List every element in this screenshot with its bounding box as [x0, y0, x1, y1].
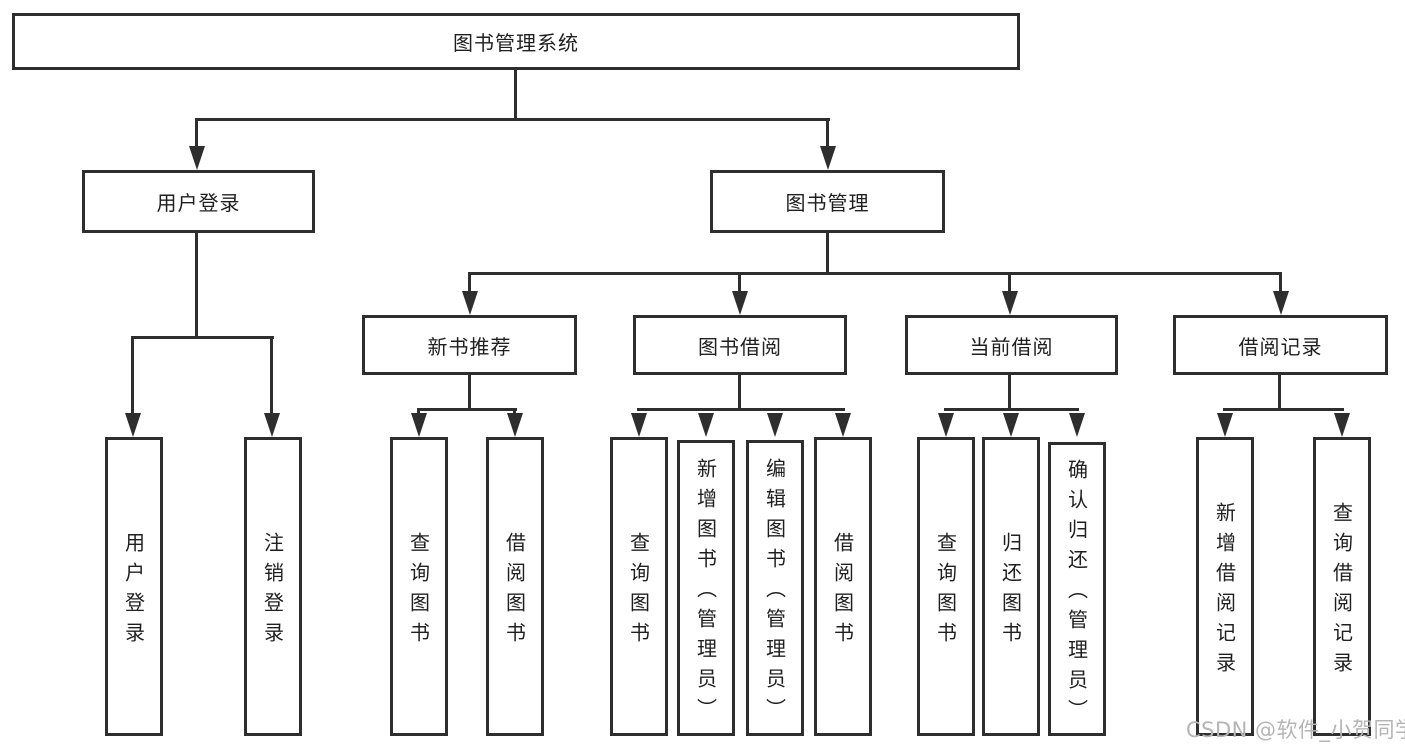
connector-root-stem	[514, 70, 517, 120]
node-leaf-bb-add-label: 新增图书（管理员）	[693, 458, 718, 728]
node-user-login: 用户登录	[82, 170, 315, 233]
arrow-to-leaf-cb-return	[1003, 413, 1019, 437]
connector-user-login-bus	[131, 336, 274, 339]
connector-book-mgmt-stem	[826, 233, 829, 275]
node-borrow-records-label: 借阅记录	[1238, 334, 1323, 359]
arrow-to-leaf-cb-confirm	[1069, 413, 1085, 437]
arrow-to-leaf-br-query	[1334, 413, 1350, 437]
node-leaf-br-query-label: 查询借阅记录	[1329, 501, 1354, 682]
node-current-borrow: 当前借阅	[905, 315, 1118, 375]
node-leaf-cb-return: 归还图书	[982, 437, 1040, 736]
connector-stem-borrow-records	[1279, 272, 1282, 294]
connector-user-login-stem	[195, 233, 198, 339]
connector-stem-leaf-user-login	[131, 336, 134, 416]
connector-borrow-records-stem	[1278, 375, 1281, 411]
node-leaf-bb-borrow: 借阅图书	[814, 437, 872, 736]
node-leaf-user-logout: 注销登录	[244, 437, 302, 736]
arrow-to-leaf-cb-query	[938, 413, 954, 437]
node-leaf-bb-edit: 编辑图书（管理员）	[746, 440, 804, 736]
connector-stem-book-mgmt	[826, 118, 829, 148]
node-current-borrow-label: 当前借阅	[969, 334, 1054, 359]
arrow-to-leaf-rec-query	[411, 413, 427, 437]
node-borrow-records: 借阅记录	[1173, 315, 1388, 375]
node-leaf-br-add-label: 新增借阅记录	[1212, 501, 1237, 682]
arrow-to-leaf-br-add	[1217, 413, 1233, 437]
arrow-to-leaf-user-login	[125, 413, 141, 437]
arrow-to-borrow-records	[1273, 291, 1289, 315]
connector-borrow-records-bus	[1223, 408, 1344, 411]
node-book-mgmt-label: 图书管理	[785, 191, 870, 215]
connector-current-borrow-bus	[944, 408, 1079, 411]
node-leaf-rec-query-label: 查询图书	[406, 531, 431, 652]
node-book-borrow-label: 图书借阅	[698, 334, 782, 359]
node-leaf-rec-borrow-label: 借阅图书	[502, 531, 527, 652]
arrow-to-leaf-bb-borrow	[835, 413, 851, 437]
node-leaf-br-query: 查询借阅记录	[1313, 437, 1371, 736]
arrow-to-current-borrow	[1002, 291, 1018, 315]
node-leaf-br-add: 新增借阅记录	[1196, 437, 1254, 736]
connector-level2-bus	[468, 272, 1282, 275]
arrow-to-leaf-user-logout	[264, 413, 280, 437]
connector-level1-bus	[196, 118, 830, 121]
node-leaf-bb-query: 查询图书	[610, 437, 668, 736]
connector-book-borrow-stem	[738, 375, 741, 411]
node-leaf-bb-query-label: 查询图书	[626, 531, 651, 652]
connector-stem-leaf-rec-borrow	[513, 408, 516, 416]
connector-stem-book-borrow	[738, 272, 741, 294]
node-leaf-bb-add: 新增图书（管理员）	[677, 440, 735, 736]
node-root-label: 图书管理系统	[453, 31, 579, 55]
connector-stem-new-book-rec	[468, 272, 471, 294]
node-leaf-rec-borrow: 借阅图书	[486, 437, 544, 736]
node-leaf-user-logout-label: 注销登录	[260, 531, 285, 652]
arrow-to-leaf-bb-query	[631, 413, 647, 437]
connector-stem-leaf-user-logout	[270, 336, 273, 416]
node-leaf-cb-query: 查询图书	[917, 437, 975, 736]
arrow-to-leaf-bb-add	[698, 413, 714, 437]
node-root: 图书管理系统	[12, 13, 1020, 70]
connector-stem-user-login	[195, 118, 198, 148]
connector-stem-leaf-rec-query	[417, 408, 420, 416]
connector-new-book-rec-stem	[468, 375, 471, 411]
connector-stem-current-borrow	[1008, 272, 1011, 294]
arrow-to-book-mgmt	[820, 146, 836, 170]
node-new-book-rec: 新书推荐	[362, 315, 577, 375]
node-leaf-cb-return-label: 归还图书	[998, 531, 1023, 652]
connector-new-book-rec-bus	[417, 408, 517, 411]
node-leaf-rec-query: 查询图书	[390, 437, 448, 736]
node-book-mgmt: 图书管理	[710, 170, 945, 233]
node-leaf-cb-confirm: 确认归还（管理员）	[1048, 442, 1106, 736]
arrow-to-leaf-bb-edit	[767, 413, 783, 437]
node-leaf-cb-query-label: 查询图书	[933, 531, 958, 652]
node-leaf-bb-edit-label: 编辑图书（管理员）	[762, 458, 787, 728]
node-leaf-bb-borrow-label: 借阅图书	[830, 531, 855, 652]
node-new-book-rec-label: 新书推荐	[427, 334, 512, 359]
arrow-to-book-borrow	[732, 291, 748, 315]
node-user-login-label: 用户登录	[156, 191, 241, 215]
node-leaf-user-login: 用户登录	[105, 437, 163, 736]
node-leaf-cb-confirm-label: 确认归还（管理员）	[1064, 459, 1089, 729]
arrow-to-user-login	[189, 146, 205, 170]
watermark-text: CSDN @软件_小贺同学	[1186, 718, 1405, 742]
connector-current-borrow-stem	[1008, 375, 1011, 411]
connector-book-borrow-bus	[637, 408, 845, 411]
node-leaf-user-login-label: 用户登录	[121, 531, 146, 652]
node-book-borrow: 图书借阅	[633, 315, 847, 375]
arrow-to-new-book-rec	[462, 291, 478, 315]
arrow-to-leaf-rec-borrow	[507, 413, 523, 437]
